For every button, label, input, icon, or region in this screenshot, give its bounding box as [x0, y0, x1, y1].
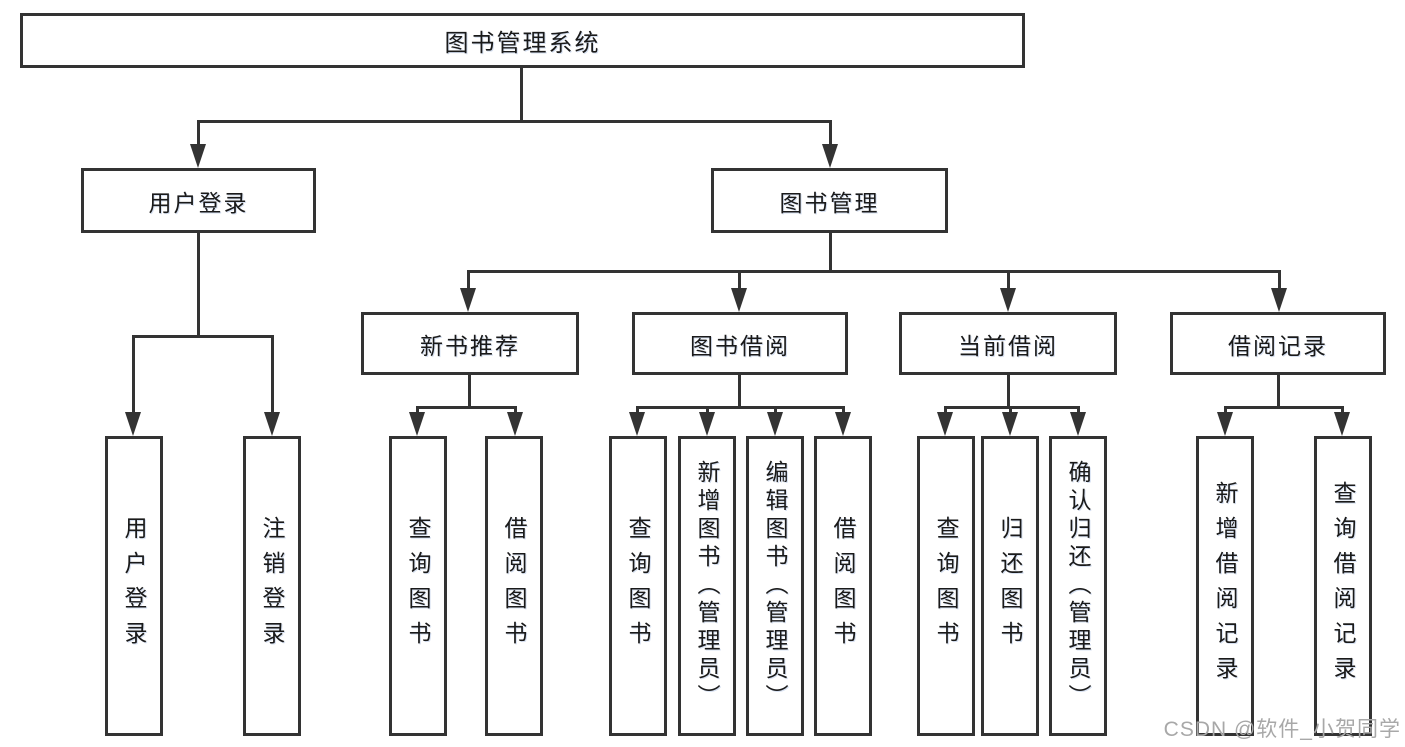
arrowhead-leaf-query-record	[1334, 412, 1350, 436]
connector-leaf-d3-drop	[1077, 406, 1080, 414]
arrowhead-leaf-confirm-return	[1070, 412, 1086, 436]
arrowhead-leaf-query-borrowing	[629, 412, 645, 436]
node-borrow-records: 借阅记录	[1170, 312, 1386, 375]
connector-borrowing-rail	[636, 406, 845, 409]
csdn-watermark: CSDN @软件_小贺同学	[1163, 718, 1401, 741]
arrowhead-leaf-edit-book	[767, 412, 783, 436]
connector-current-drop	[1007, 270, 1010, 290]
leaf-user-login: 用户登录	[105, 436, 163, 736]
connector-leaf-b2-drop	[514, 406, 517, 414]
connector-current-stub	[1007, 375, 1010, 409]
connector-records-drop	[1278, 270, 1281, 290]
connector-recommend-rail	[416, 406, 517, 409]
leaf-confirm-return-admin: 确认归还（管理员）	[1049, 436, 1107, 736]
connector-records-rail	[1224, 406, 1344, 409]
node-root-library-system: 图书管理系统	[20, 13, 1025, 68]
connector-leaf-c2-drop	[706, 406, 709, 414]
connector-leaf-user-login-drop	[132, 335, 135, 414]
node-current-borrowing: 当前借阅	[899, 312, 1117, 375]
connector-leaf-e2-drop	[1341, 406, 1344, 414]
connector-records-stub	[1277, 375, 1280, 409]
node-book-management: 图书管理	[711, 168, 948, 233]
leaf-query-books-borrowing-label: 查询图书	[625, 516, 651, 656]
connector-leaf-c4-drop	[842, 406, 845, 414]
leaf-query-books-recommend: 查询图书	[389, 436, 447, 736]
leaf-add-borrow-record-label: 新增借阅记录	[1212, 481, 1238, 691]
arrowhead-leaf-add-record	[1217, 412, 1233, 436]
arrowhead-leaf-borrow-recommend	[507, 412, 523, 436]
connector-leaf-logout-drop	[271, 335, 274, 414]
arrowhead-book-mgmt	[822, 144, 838, 168]
connector-user-login-stub	[197, 233, 200, 338]
arrowhead-current	[1000, 288, 1016, 312]
connector-user-login-drop	[197, 120, 200, 146]
connector-borrowing-stub	[738, 375, 741, 409]
connector-leaf-e1-drop	[1224, 406, 1227, 414]
connector-level3-rail	[467, 270, 1281, 273]
connector-level2-rail	[197, 120, 832, 123]
connector-current-rail	[944, 406, 1080, 409]
leaf-return-books-label: 归还图书	[997, 516, 1023, 656]
leaf-logout: 注销登录	[243, 436, 301, 736]
leaf-add-book-admin-label: 新增图书（管理员）	[694, 460, 720, 712]
arrowhead-borrowing	[731, 288, 747, 312]
leaf-add-borrow-record: 新增借阅记录	[1196, 436, 1254, 736]
connector-borrowing-drop	[738, 270, 741, 290]
arrowhead-leaf-return-books	[1002, 412, 1018, 436]
connector-user-login-rail	[132, 335, 274, 338]
connector-book-mgmt-stub	[829, 233, 832, 273]
connector-recommend-stub	[468, 375, 471, 409]
arrowhead-leaf-borrow-borrowing	[835, 412, 851, 436]
connector-recommend-drop	[467, 270, 470, 290]
arrowhead-user-login	[190, 144, 206, 168]
node-book-borrowing: 图书借阅	[632, 312, 848, 375]
leaf-borrow-books-recommend: 借阅图书	[485, 436, 543, 736]
leaf-confirm-return-admin-label: 确认归还（管理员）	[1065, 460, 1091, 712]
leaf-borrow-books-recommend-label: 借阅图书	[501, 516, 527, 656]
leaf-return-books: 归还图书	[981, 436, 1039, 736]
arrowhead-leaf-user-login	[125, 412, 141, 436]
arrowhead-records	[1271, 288, 1287, 312]
node-new-book-recommend: 新书推荐	[361, 312, 579, 375]
leaf-query-books-current: 查询图书	[917, 436, 975, 736]
connector-root-stub	[520, 68, 523, 123]
leaf-query-books-borrowing: 查询图书	[609, 436, 667, 736]
arrowhead-leaf-logout	[264, 412, 280, 436]
leaf-edit-book-admin: 编辑图书（管理员）	[746, 436, 804, 736]
leaf-query-borrow-record: 查询借阅记录	[1314, 436, 1372, 736]
arrowhead-leaf-query-current	[937, 412, 953, 436]
leaf-borrow-books-borrowing-label: 借阅图书	[830, 516, 856, 656]
arrowhead-leaf-add-book	[699, 412, 715, 436]
leaf-add-book-admin: 新增图书（管理员）	[678, 436, 736, 736]
connector-leaf-d2-drop	[1009, 406, 1012, 414]
arrowhead-recommend	[460, 288, 476, 312]
leaf-user-login-label: 用户登录	[121, 516, 147, 656]
connector-leaf-d1-drop	[944, 406, 947, 414]
arrowhead-leaf-query-recommend	[409, 412, 425, 436]
leaf-query-books-current-label: 查询图书	[933, 516, 959, 656]
leaf-query-books-recommend-label: 查询图书	[405, 516, 431, 656]
connector-leaf-c3-drop	[774, 406, 777, 414]
node-user-login: 用户登录	[81, 168, 316, 233]
connector-leaf-b1-drop	[416, 406, 419, 414]
leaf-edit-book-admin-label: 编辑图书（管理员）	[762, 460, 788, 712]
connector-leaf-c1-drop	[636, 406, 639, 414]
leaf-borrow-books-borrowing: 借阅图书	[814, 436, 872, 736]
leaf-query-borrow-record-label: 查询借阅记录	[1330, 481, 1356, 691]
leaf-logout-label: 注销登录	[259, 516, 285, 656]
connector-book-mgmt-drop	[829, 120, 832, 146]
